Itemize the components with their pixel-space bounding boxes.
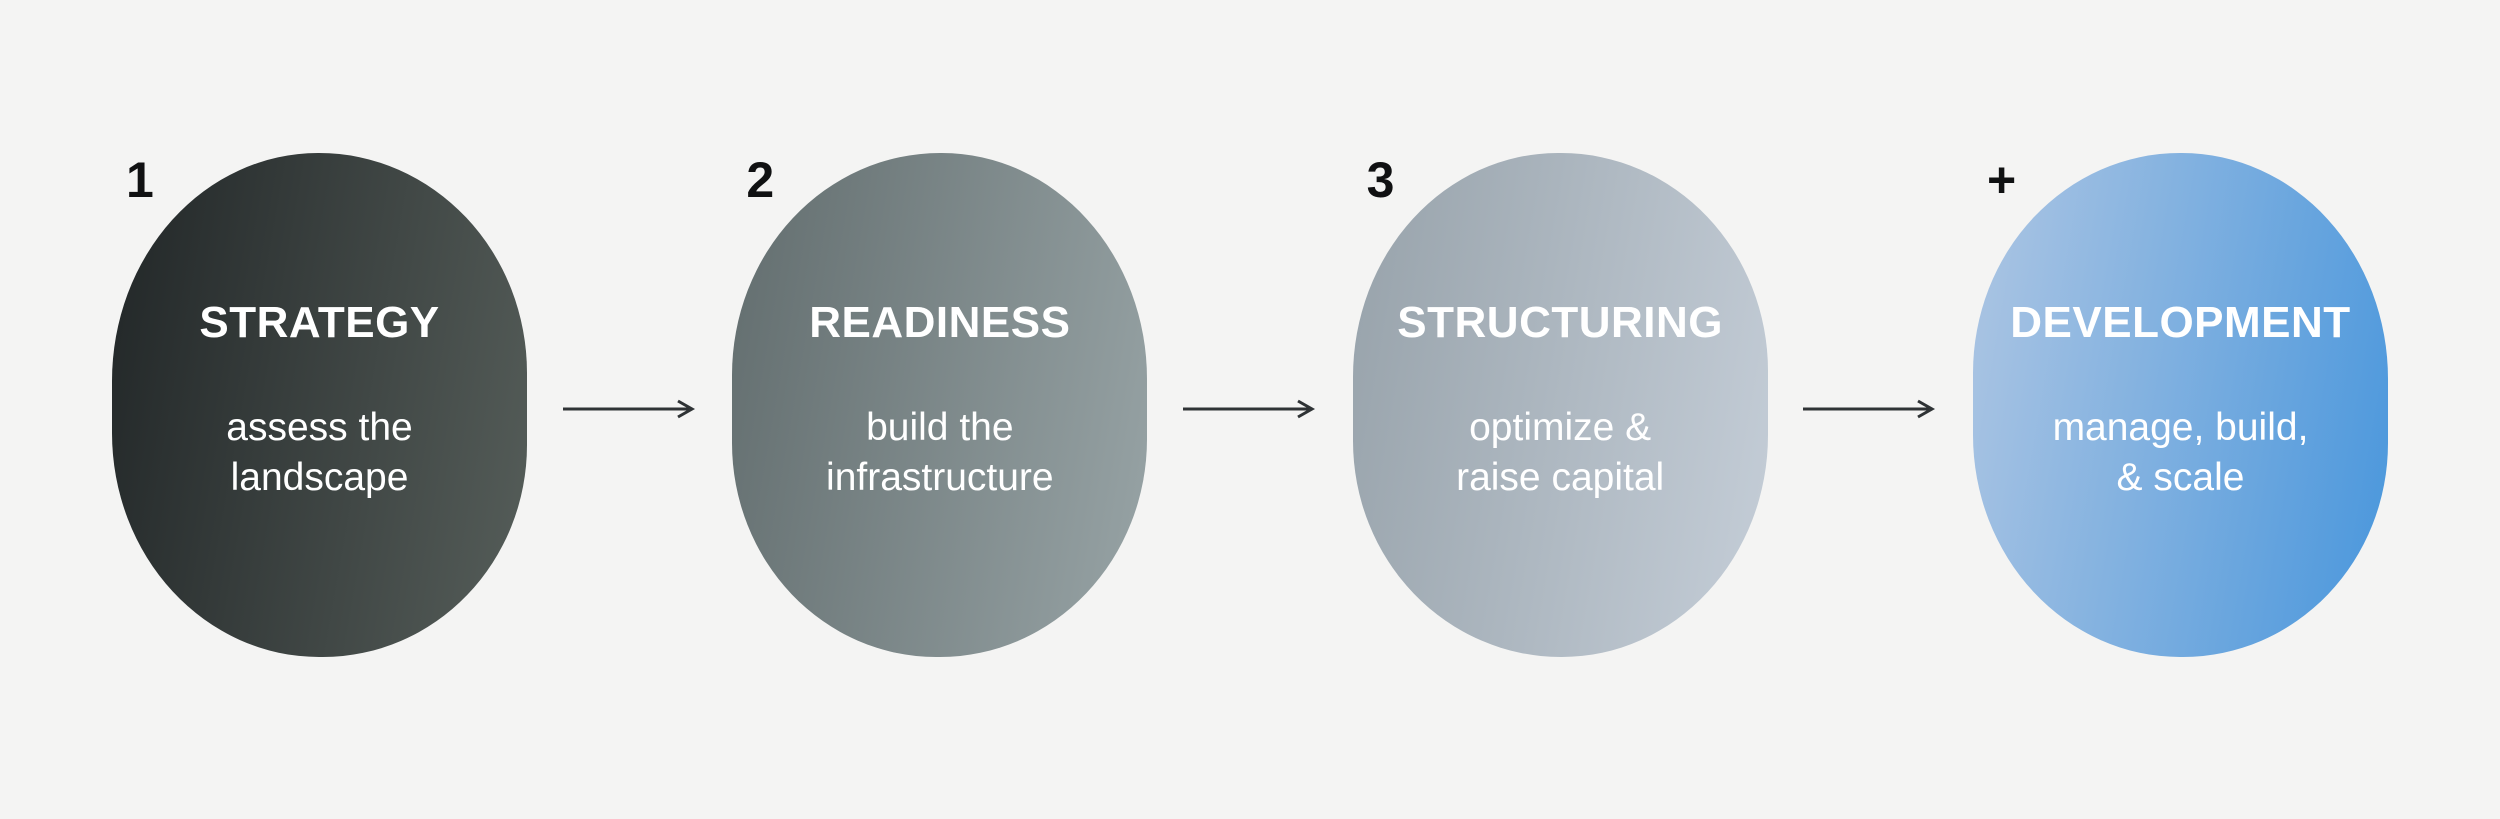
step-number-3: 3: [1366, 152, 1395, 208]
development-blob: DEVELOPMENT manage, build, & scale: [1972, 153, 2388, 657]
step-strategy: 1 STRATEGY assess the landscape: [112, 153, 527, 657]
step-readiness: 2 READINESS build the infrastructure: [732, 152, 1148, 657]
strategy-title: STRATEGY: [199, 298, 440, 347]
right-arrow-icon: [1803, 399, 1936, 419]
readiness-blob: READINESS build the infrastructure: [732, 153, 1148, 657]
flow-arrow-2: [1147, 397, 1352, 421]
step-structuring: 3 STRUCTURING optimize & raise capital: [1352, 152, 1768, 657]
structuring-subtitle: optimize & raise capital: [1456, 406, 1665, 499]
right-arrow-icon: [562, 399, 695, 419]
right-arrow-icon: [1182, 399, 1316, 419]
development-subtitle: manage, build, & scale: [2052, 406, 2309, 499]
step-number-1: 1: [126, 152, 154, 208]
development-title: DEVELOPMENT: [2010, 298, 2351, 347]
flow-arrow-1: [527, 397, 732, 421]
structuring-title: STRUCTURING: [1397, 298, 1723, 347]
readiness-subtitle: build the infrastructure: [826, 406, 1054, 499]
step-number-2: 2: [746, 152, 774, 208]
step-development: + DEVELOPMENT manage, build, & scale: [1972, 152, 2388, 657]
step-marker-plus: +: [1986, 152, 2016, 208]
strategy-subtitle: assess the landscape: [226, 406, 413, 499]
structuring-blob: STRUCTURING optimize & raise capital: [1352, 153, 1768, 657]
strategy-blob: STRATEGY assess the landscape: [112, 153, 527, 657]
readiness-title: READINESS: [809, 298, 1071, 347]
flow-arrow-3: [1768, 397, 1973, 421]
